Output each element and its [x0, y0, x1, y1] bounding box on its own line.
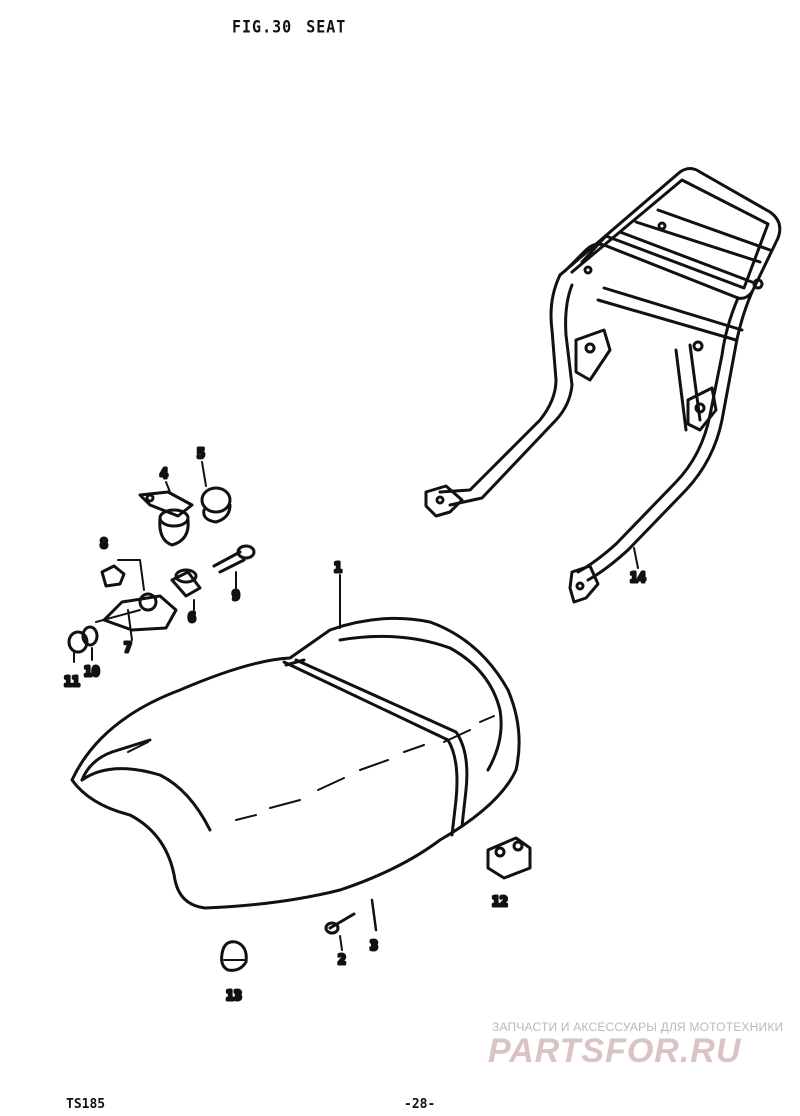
figure-name: SEAT: [306, 17, 347, 37]
latch-plate-7: [95, 592, 178, 641]
pin-6: [170, 568, 202, 611]
part-labels: 1 2 3 4 5 6 7 8 9 10 11 12 13 14: [63, 446, 648, 1006]
figure-number: FIG.30: [232, 17, 293, 37]
part-number-3: 3: [370, 939, 378, 954]
part-number-12: 12: [492, 895, 508, 910]
part-number-1: 1: [334, 561, 342, 576]
part-number-9: 9: [232, 589, 240, 604]
seat: [70, 574, 521, 910]
part-number-7: 7: [124, 641, 132, 656]
page-number: -28-: [404, 1097, 436, 1112]
model-code: TS185: [66, 1097, 106, 1112]
bolt-9: [212, 544, 256, 589]
nut-8: [100, 559, 145, 591]
part-number-8: 8: [100, 537, 108, 552]
washer-10-nut-11: [67, 625, 99, 663]
part-number-4: 4: [160, 467, 168, 482]
bracket-12: [486, 836, 532, 880]
figure-title: FIG.30 SEAT: [232, 17, 360, 37]
part-number-6: 6: [188, 611, 196, 626]
bolt-2-pin-3: [324, 898, 378, 951]
watermark-tagline: ЗАПЧАСТИ И АКСЕССУАРЫ ДЛЯ МОТОТЕХНИКИ: [492, 1020, 784, 1034]
watermark-logo: PARTSFOR.RU: [488, 1032, 742, 1070]
hinge-bracket: [138, 461, 232, 547]
part-number-14: 14: [630, 571, 646, 586]
cushion-13: [220, 940, 248, 972]
part-number-5: 5: [197, 447, 205, 462]
part-number-10: 10: [84, 665, 100, 680]
part-number-11: 11: [64, 675, 80, 690]
rear-carrier: [424, 167, 782, 604]
part-number-13: 13: [226, 989, 242, 1004]
part-number-2: 2: [338, 953, 346, 968]
